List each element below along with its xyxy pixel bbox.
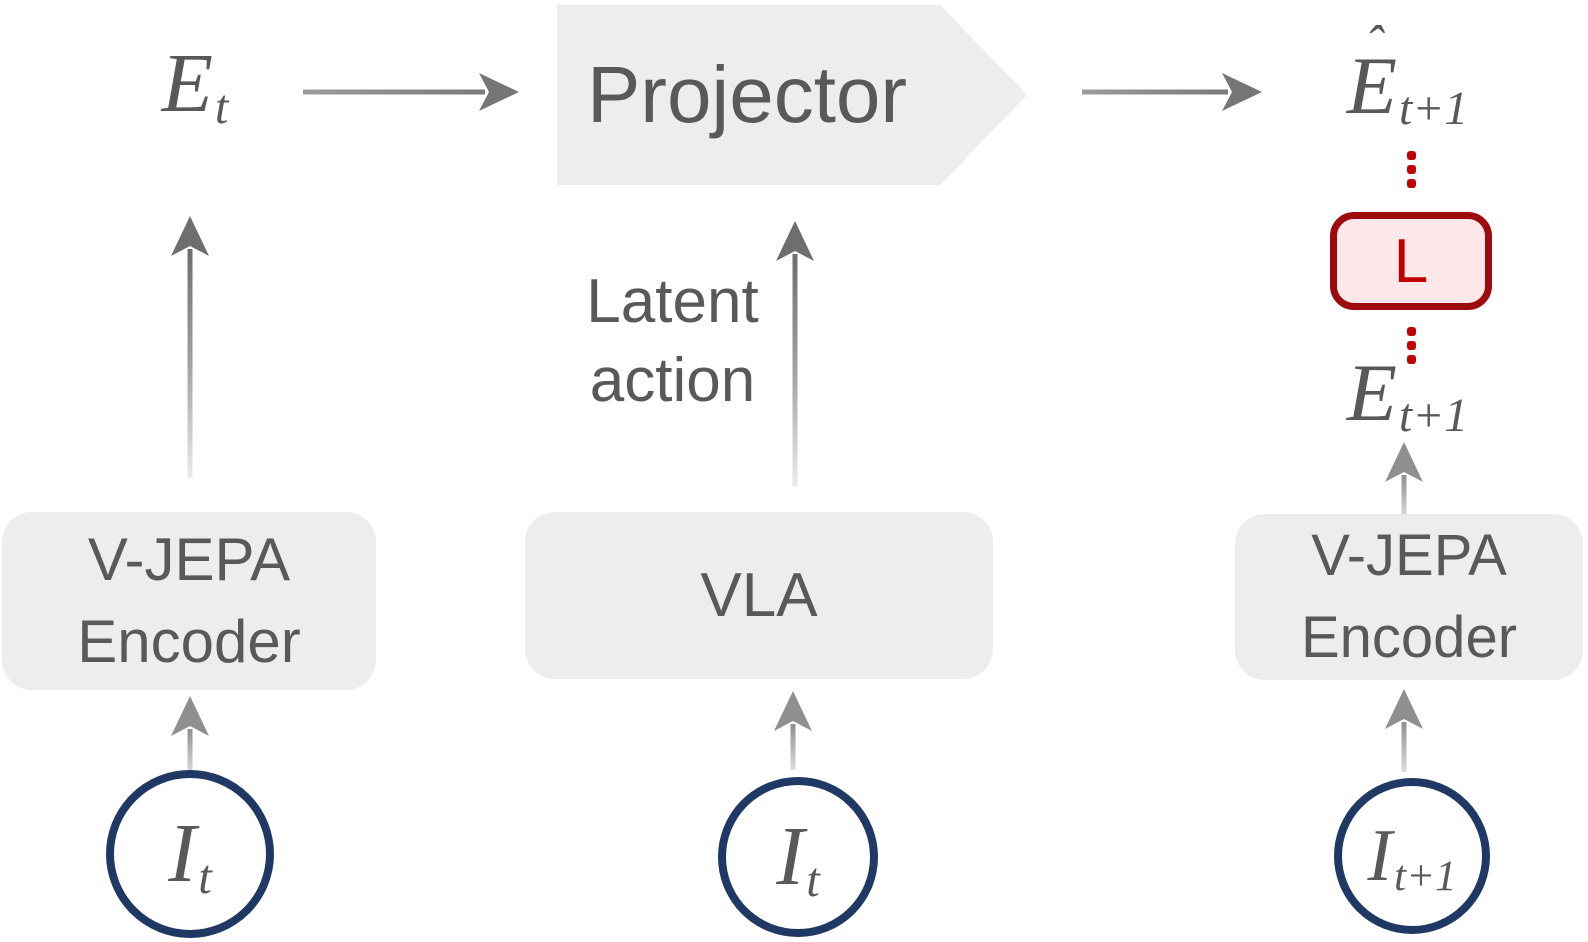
- latent-action-label: Latent action: [550, 262, 795, 420]
- vjepa-encoder-right-line2: Encoder: [1300, 605, 1518, 670]
- predicted-embedding-base: E: [1346, 40, 1397, 131]
- projector-shape: Projector: [557, 5, 1027, 185]
- latent-action-line2: action: [589, 346, 756, 415]
- input-circle-left: It: [106, 770, 274, 938]
- vjepa-encoder-left-line2: Encoder: [77, 608, 301, 675]
- target-embedding-base: E: [1346, 347, 1397, 438]
- label-input-t1-right: It+1: [1368, 819, 1457, 898]
- loss-box: L: [1330, 212, 1492, 310]
- loss-dotted-link-bottom: [1407, 327, 1416, 364]
- embedding-t-base: E: [161, 37, 213, 130]
- input-t-left-subscript: t: [198, 849, 212, 904]
- vjepa-encoder-left-line1: V-JEPA: [87, 526, 291, 593]
- label-target-embedding: Et+1: [1300, 352, 1515, 441]
- loss-dotted-link-top: [1407, 151, 1416, 188]
- arrow-middle-input-to-vla: [774, 691, 812, 770]
- vjepa-encoder-box-right: V-JEPA Encoder: [1235, 514, 1583, 680]
- vjepa-encoder-right-line1: V-JEPA: [1311, 523, 1507, 588]
- label-input-t-middle: It: [776, 815, 820, 905]
- vjepa-encoder-box-left: V-JEPA Encoder: [2, 512, 376, 690]
- arrow-vla-to-projector: [776, 221, 814, 487]
- input-circle-right: It+1: [1334, 778, 1490, 934]
- embedding-t-subscript: t: [214, 79, 229, 134]
- arrow-right-encoder-to-target: [1385, 442, 1423, 522]
- arrow-embedding-to-projector: [303, 73, 519, 111]
- latent-action-line1: Latent: [586, 267, 759, 336]
- loss-label: L: [1393, 226, 1429, 296]
- vla-box: VLA: [525, 512, 993, 679]
- input-circle-middle: It: [718, 777, 878, 937]
- arrow-projector-to-prediction: [1082, 73, 1262, 111]
- vla-label: VLA: [700, 560, 818, 630]
- input-t-middle-subscript: t: [806, 852, 820, 907]
- projector-label: Projector: [586, 50, 908, 139]
- label-embedding-t: Et: [120, 42, 270, 132]
- input-t-left-base: I: [168, 807, 197, 900]
- input-t1-subscript: t+1: [1394, 853, 1457, 901]
- arrow-right-input-to-encoder: [1385, 689, 1423, 772]
- input-t-middle-base: I: [776, 810, 805, 903]
- predicted-embedding-subscript: t+1: [1399, 83, 1469, 136]
- label-predicted-embedding: ˆ E t+1: [1300, 19, 1515, 134]
- arrow-left-input-to-encoder: [171, 696, 209, 773]
- input-t1-base: I: [1367, 815, 1393, 897]
- target-embedding-subscript: t+1: [1399, 390, 1469, 443]
- predicted-embedding-ehat: ˆ E: [1347, 19, 1397, 127]
- label-input-t-left: It: [168, 812, 212, 902]
- arrow-left-encoder-to-embedding: [171, 216, 209, 478]
- hat-accent: ˆ: [1365, 16, 1383, 74]
